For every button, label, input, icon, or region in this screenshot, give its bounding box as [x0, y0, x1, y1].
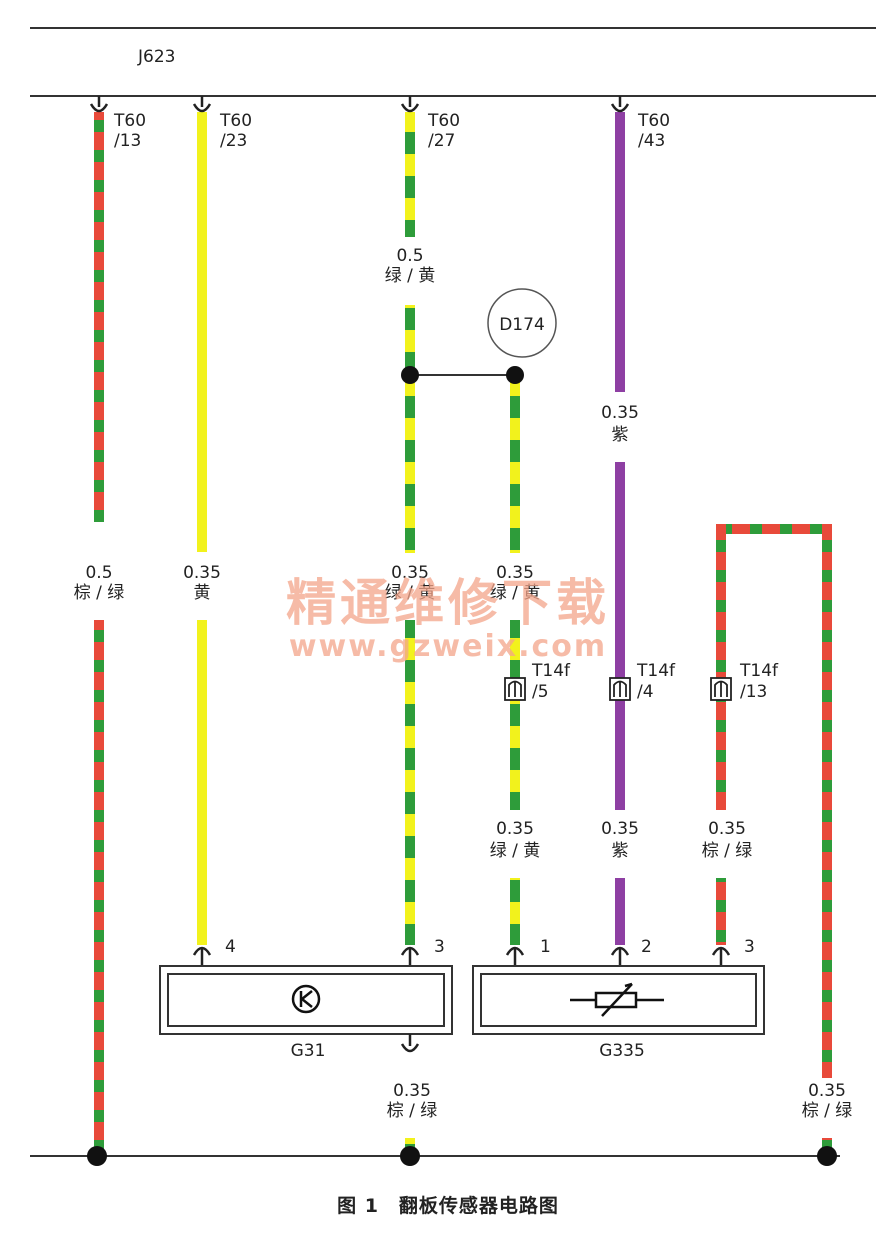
- pin-t60-27-pin: /27: [428, 131, 455, 151]
- wire-color: 绿 / 黄: [385, 583, 436, 603]
- wire-size: 0.35: [393, 1081, 431, 1101]
- g335-pin-a: 1: [540, 937, 551, 957]
- wire-t60-23: [197, 112, 207, 945]
- ground-dot-left: [87, 1146, 107, 1166]
- wire-color: 绿 / 黄: [490, 841, 541, 861]
- pin-t60-13-conn: T60: [113, 111, 146, 131]
- wire-size: 0.35: [496, 819, 534, 839]
- ground-dot-right: [817, 1146, 837, 1166]
- pin-t60-13-pin: /13: [114, 131, 141, 151]
- wire-color: 棕 / 绿: [802, 1101, 853, 1121]
- pressure-sensor-icon: [291, 984, 321, 1014]
- wire-t60-13: [94, 112, 104, 1156]
- pin-t60-23-pin: /23: [220, 131, 247, 151]
- wire-size: 0.35: [391, 563, 429, 583]
- wire-size: 0.35: [708, 819, 746, 839]
- g31-pin-b: 3: [434, 937, 445, 957]
- t14f-13-conn: T14f: [739, 661, 779, 681]
- wire-color: 棕 / 绿: [74, 583, 125, 603]
- ground-dot-middle: [400, 1146, 420, 1166]
- wire-color: 紫: [612, 425, 629, 445]
- connector-icon: [89, 96, 630, 113]
- wire-size: 0.35: [496, 563, 534, 583]
- wire-size: 0.5: [396, 246, 423, 266]
- wire-color: 绿 / 黄: [385, 266, 436, 286]
- figure-caption: 图 1 翻板传感器电路图: [337, 1194, 559, 1217]
- pin-t60-23-conn: T60: [219, 111, 252, 131]
- g31-label: G31: [291, 1041, 326, 1061]
- module-label: J623: [137, 47, 175, 67]
- inline-connector-icon: [504, 677, 732, 701]
- wire-color: 黄: [194, 583, 211, 603]
- t14f-13-pin: /13: [740, 682, 767, 702]
- g31-pin-a: 4: [225, 937, 236, 957]
- wire-color: 绿 / 黄: [490, 583, 541, 603]
- wire-color: 棕 / 绿: [387, 1101, 438, 1121]
- splice-dot-right: [506, 366, 524, 384]
- wire-size: 0.5: [85, 563, 112, 583]
- wire-color: 紫: [612, 841, 629, 861]
- wire-splice-to-t14f-5: [510, 375, 520, 945]
- splice-label: D174: [499, 315, 545, 335]
- pin-t60-43-pin: /43: [638, 131, 665, 151]
- wire-size: 0.35: [183, 563, 221, 583]
- pin-t60-27-conn: T60: [427, 111, 460, 131]
- wire-size: 0.35: [601, 819, 639, 839]
- t14f-5-pin: /5: [532, 682, 549, 702]
- wire-color: 棕 / 绿: [702, 841, 753, 861]
- wire-size: 0.35: [808, 1081, 846, 1101]
- component-g31: [159, 965, 453, 1035]
- t14f-4-conn: T14f: [636, 661, 676, 681]
- g335-pin-c: 3: [744, 937, 755, 957]
- g335-pin-b: 2: [641, 937, 652, 957]
- pin-connector-icon: [192, 946, 731, 966]
- watermark-text: 精通维修下载: [286, 574, 610, 632]
- ground-connector-icon: [400, 1034, 420, 1053]
- pin-t60-43-conn: T60: [637, 111, 670, 131]
- wire-g335-ground-loop: [716, 524, 832, 1156]
- t14f-4-pin: /4: [637, 682, 654, 702]
- t14f-5-conn: T14f: [531, 661, 571, 681]
- g335-label: G335: [599, 1041, 645, 1061]
- variable-resistor-icon: [570, 982, 664, 1017]
- watermark-url: www.gzweix.com: [289, 629, 607, 664]
- wire-size: 0.35: [601, 403, 639, 423]
- splice-dot-left: [401, 366, 419, 384]
- wire-t60-43: [615, 112, 625, 945]
- splice-circle: [487, 288, 557, 358]
